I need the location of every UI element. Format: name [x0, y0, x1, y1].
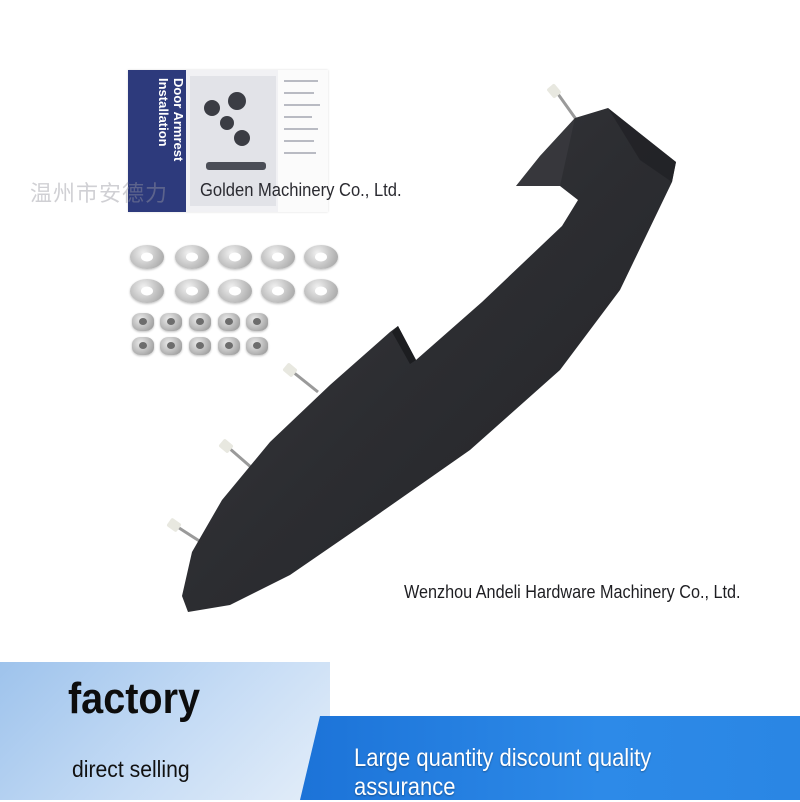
card-text-strip	[278, 70, 328, 212]
banner-blue-panel	[300, 716, 800, 800]
pin-tip	[547, 84, 561, 98]
card-blue-band	[128, 70, 186, 212]
pin	[228, 446, 253, 470]
card-line	[284, 80, 318, 82]
pin-tip	[167, 518, 181, 532]
card-photo-dot	[228, 92, 246, 110]
pin	[292, 370, 319, 394]
armrest-slot	[392, 326, 416, 364]
watermark-company-top: Golden Machinery Co., Ltd.	[200, 180, 402, 200]
card-photo	[190, 76, 276, 206]
card-line	[284, 116, 312, 118]
card-photo-bar	[206, 162, 266, 170]
banner-light-panel	[0, 662, 330, 800]
armrest-edge-shadow	[608, 108, 676, 182]
banner-subline: direct selling	[72, 756, 190, 782]
pin-tip	[283, 363, 297, 377]
pin	[556, 93, 580, 123]
instruction-card: Door Armrest Installation	[128, 70, 328, 212]
card-line	[284, 152, 316, 154]
banner-headline: factory	[68, 674, 201, 723]
card-line	[284, 92, 314, 94]
card-line	[284, 128, 318, 130]
card-photo-dot	[220, 116, 234, 130]
armrest-body	[182, 108, 676, 612]
card-photo-dot	[234, 130, 250, 146]
armrest-bracket-top	[516, 118, 575, 186]
mounting-pins	[167, 84, 580, 546]
card-line	[284, 140, 314, 142]
watermark-company-bottom: Wenzhou Andeli Hardware Machinery Co., L…	[404, 582, 741, 602]
pin-tip	[219, 439, 233, 453]
watermark-chinese: 温州市安德力	[30, 182, 169, 207]
card-line	[284, 104, 320, 106]
card-photo-dot	[204, 100, 220, 116]
banner-slogan: Large quantity discount quality assuranc…	[354, 744, 652, 801]
